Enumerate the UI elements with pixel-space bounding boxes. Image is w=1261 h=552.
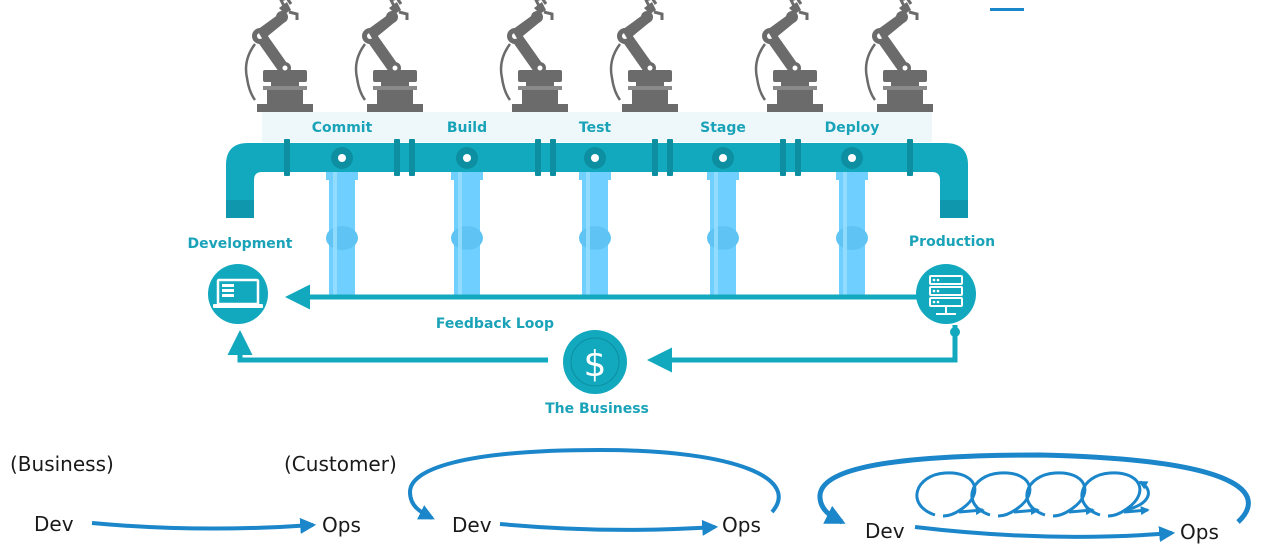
iteration-loop-1 — [970, 471, 1032, 518]
iteration-arrow-3 — [1123, 506, 1150, 516]
pipe-valve-2 — [584, 147, 606, 169]
stage-label-deploy: Deploy — [825, 120, 880, 136]
pipe-joints — [284, 139, 913, 176]
development-label: Development — [188, 236, 293, 252]
panel3-dev-label: Dev — [865, 519, 905, 543]
robot-arm-icon — [499, 0, 568, 112]
stage-labels: Commit Build Test Stage Deploy — [312, 120, 880, 136]
pipe-flange-5 — [652, 139, 658, 176]
customer-label: (Customer) — [284, 452, 397, 476]
the-business-label: The Business — [545, 401, 649, 417]
panel1-dev-label: Dev — [34, 512, 74, 536]
vertical-pipe-3 — [707, 168, 739, 296]
panel2-dev-label: Dev — [452, 513, 492, 537]
vertical-pipe-0 — [326, 168, 358, 296]
feedback-loop-label: Feedback Loop — [436, 316, 554, 332]
robot-arm-icon — [754, 0, 823, 112]
panel3-ops-label: Ops — [1180, 520, 1219, 544]
iteration-loop-2 — [1025, 471, 1087, 518]
robot-arm-icon — [864, 0, 933, 112]
pipe-valve-4 — [841, 147, 863, 169]
pipe-valves — [331, 147, 863, 169]
panel2-ops-label: Ops — [722, 513, 761, 537]
pipe-valve-3 — [712, 147, 734, 169]
pipe-flange-8 — [795, 139, 801, 176]
panel3-feedback-loop-arrow — [817, 452, 1251, 525]
pipe-valve-1 — [456, 147, 478, 169]
dollar-icon: $ — [563, 330, 627, 394]
production-connector-dot — [950, 327, 960, 337]
stage-label-band — [262, 112, 932, 142]
pipe-flange-6 — [667, 139, 673, 176]
laptop-icon — [208, 264, 268, 324]
pipe-flange-2 — [409, 139, 415, 176]
panel1-ops-label: Ops — [322, 513, 361, 537]
pipe-flange-7 — [780, 139, 786, 176]
business-to-development-arrow — [227, 330, 548, 363]
panel1-dev-to-ops-arrow — [91, 517, 317, 534]
server-icon — [916, 264, 976, 324]
iteration-loop-3 — [1080, 471, 1142, 518]
pipe-flange-9 — [907, 139, 913, 176]
panel3-dev-to-ops-arrow — [914, 525, 1176, 543]
production-label: Production — [909, 234, 995, 250]
vertical-pipe-1 — [451, 168, 483, 296]
iteration-loop-0 — [915, 471, 977, 518]
panel2-feedback-loop-arrow — [407, 447, 781, 520]
iteration-loop-end — [1124, 480, 1150, 512]
vertical-pipe-4 — [836, 168, 868, 296]
panel2-dev-to-ops-arrow — [499, 519, 719, 536]
panel3-iteration-loops — [915, 471, 1150, 518]
stage-label-build: Build — [447, 120, 487, 136]
production-to-business-arrow — [647, 325, 958, 373]
pipe-valve-0 — [331, 147, 353, 169]
vertical-pipe-2 — [579, 168, 611, 296]
accent-mark — [990, 8, 1024, 11]
stage-label-test: Test — [579, 120, 612, 136]
robot-arm-icon — [609, 0, 678, 112]
stage-label-stage: Stage — [700, 120, 746, 136]
vertical-pipes — [326, 168, 868, 296]
pipe-flange-4 — [550, 139, 556, 176]
business-label: (Business) — [10, 452, 114, 476]
robot-arm-icon — [354, 0, 423, 112]
pipe-flange-0 — [284, 139, 290, 176]
pipe-flange-3 — [535, 139, 541, 176]
pipe-flange-1 — [394, 139, 400, 176]
stage-label-commit: Commit — [312, 120, 373, 136]
robot-arms — [244, 0, 933, 112]
dollar-symbol: $ — [584, 344, 607, 385]
robot-arm-icon — [244, 0, 313, 112]
